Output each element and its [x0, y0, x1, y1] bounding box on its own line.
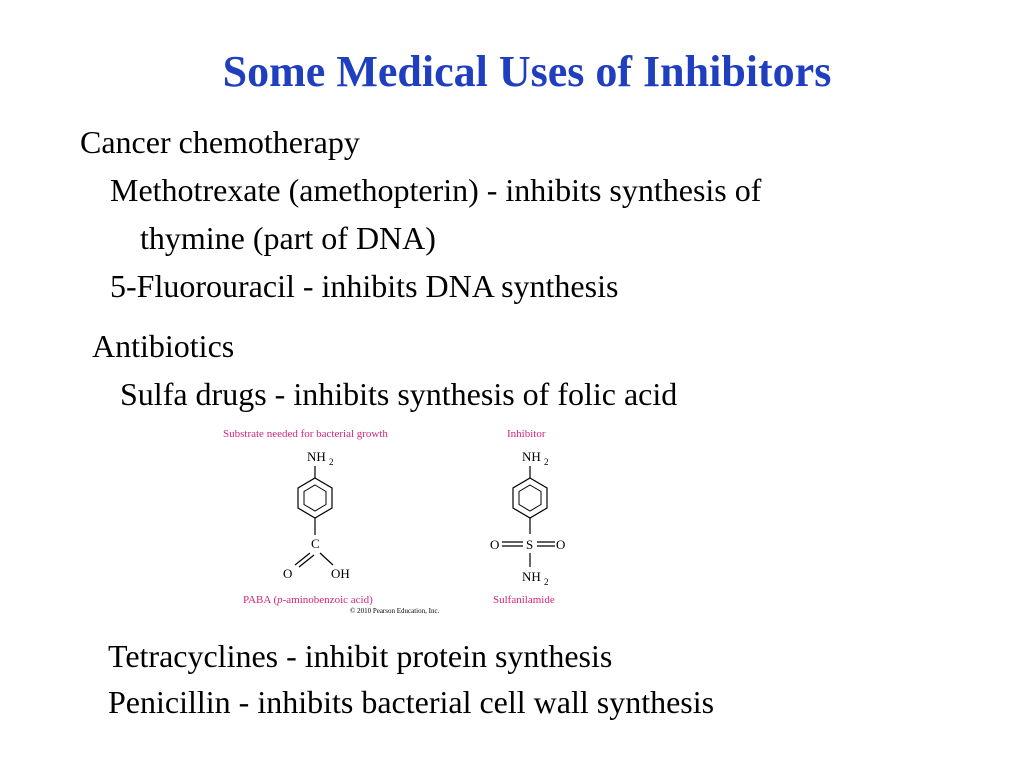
paba-oxygen: O — [283, 566, 292, 581]
paba-nh-subscript: 2 — [329, 457, 334, 467]
paba-structure: NH 2 C O OH PABA (p-aminobenzoic acid) ©… — [243, 449, 440, 615]
sulfanilamide-sulfur: S — [526, 537, 533, 552]
sulfanilamide-benzene-ring — [512, 477, 548, 519]
item-sulfa-drugs: Sulfa drugs - inhibits synthesis of foli… — [120, 376, 678, 412]
item-penicillin: Penicillin - inhibits bacterial cell wal… — [108, 684, 715, 720]
sulfanilamide-structure: NH 2 O S O NH 2 Sulfanilamide — [490, 449, 565, 606]
sulfanilamide-bottom-nh-subscript: 2 — [544, 577, 549, 587]
section-heading-antibiotics: Antibiotics — [92, 328, 235, 364]
paba-benzene-ring — [297, 477, 333, 519]
figure-caption-substrate: Substrate needed for bacterial growth — [223, 428, 388, 440]
sulfanilamide-oxygen-right: O — [556, 537, 565, 552]
sulfanilamide-paba-figure: Substrate needed for bacterial growth In… — [223, 428, 565, 615]
paba-nh-label: NH — [307, 449, 326, 464]
copyright-notice: © 2010 Pearson Education, Inc. — [350, 607, 440, 615]
sulfanilamide-bottom-nh-label: NH — [522, 569, 541, 584]
item-fluorouracil: 5-Fluorouracil - inhibits DNA synthesis — [110, 268, 619, 304]
slide-title: Some Medical Uses of Inhibitors — [222, 47, 832, 96]
sulfanilamide-top-nh-label: NH — [522, 449, 541, 464]
sulfanilamide-oxygen-left: O — [490, 537, 499, 552]
sulfanilamide-name: Sulfanilamide — [493, 594, 555, 606]
item-methotrexate-line1: Methotrexate (amethopterin) - inhibits s… — [110, 172, 762, 208]
sulfanilamide-benzene-inner-ring — [518, 484, 542, 512]
paba-hydroxyl: OH — [331, 566, 350, 581]
paba-benzene-inner-ring — [303, 484, 327, 512]
item-tetracyclines: Tetracyclines - inhibit protein synthesi… — [108, 638, 613, 674]
section-heading-cancer-chemotherapy: Cancer chemotherapy — [80, 124, 360, 160]
paba-name: PABA (p-aminobenzoic acid) — [243, 594, 373, 606]
paba-carbon: C — [311, 536, 320, 551]
figure-caption-inhibitor: Inhibitor — [507, 428, 546, 440]
item-methotrexate-line2: thymine (part of DNA) — [140, 220, 436, 256]
sulfanilamide-top-nh-subscript: 2 — [544, 457, 549, 467]
